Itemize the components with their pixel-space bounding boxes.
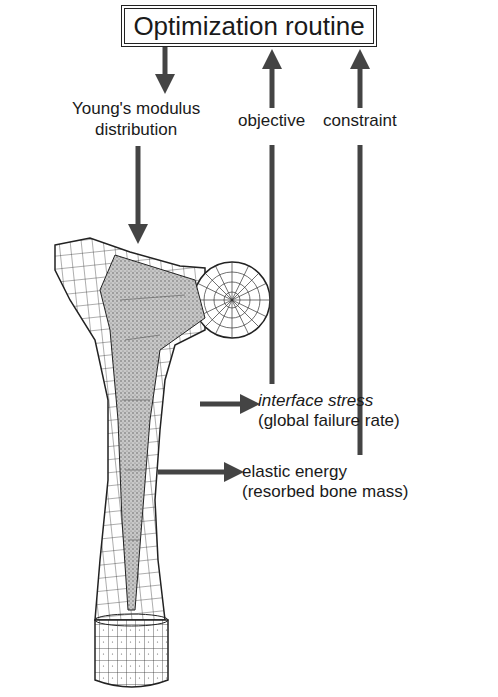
annotation-label: interface stress [258,391,373,411]
annotation-label: constraint [323,111,397,131]
annotation-label: Young's modulus [72,99,200,119]
process-box: Optimization routine [121,5,377,47]
annotation-label: (global failure rate) [258,411,400,431]
annotation-label: (resorbed bone mass) [242,482,408,502]
annotation-label: distribution [95,120,177,140]
annotation-label: elastic energy [242,462,347,482]
box-title: Optimization routine [133,12,364,41]
annotation-label: objective [238,111,305,131]
